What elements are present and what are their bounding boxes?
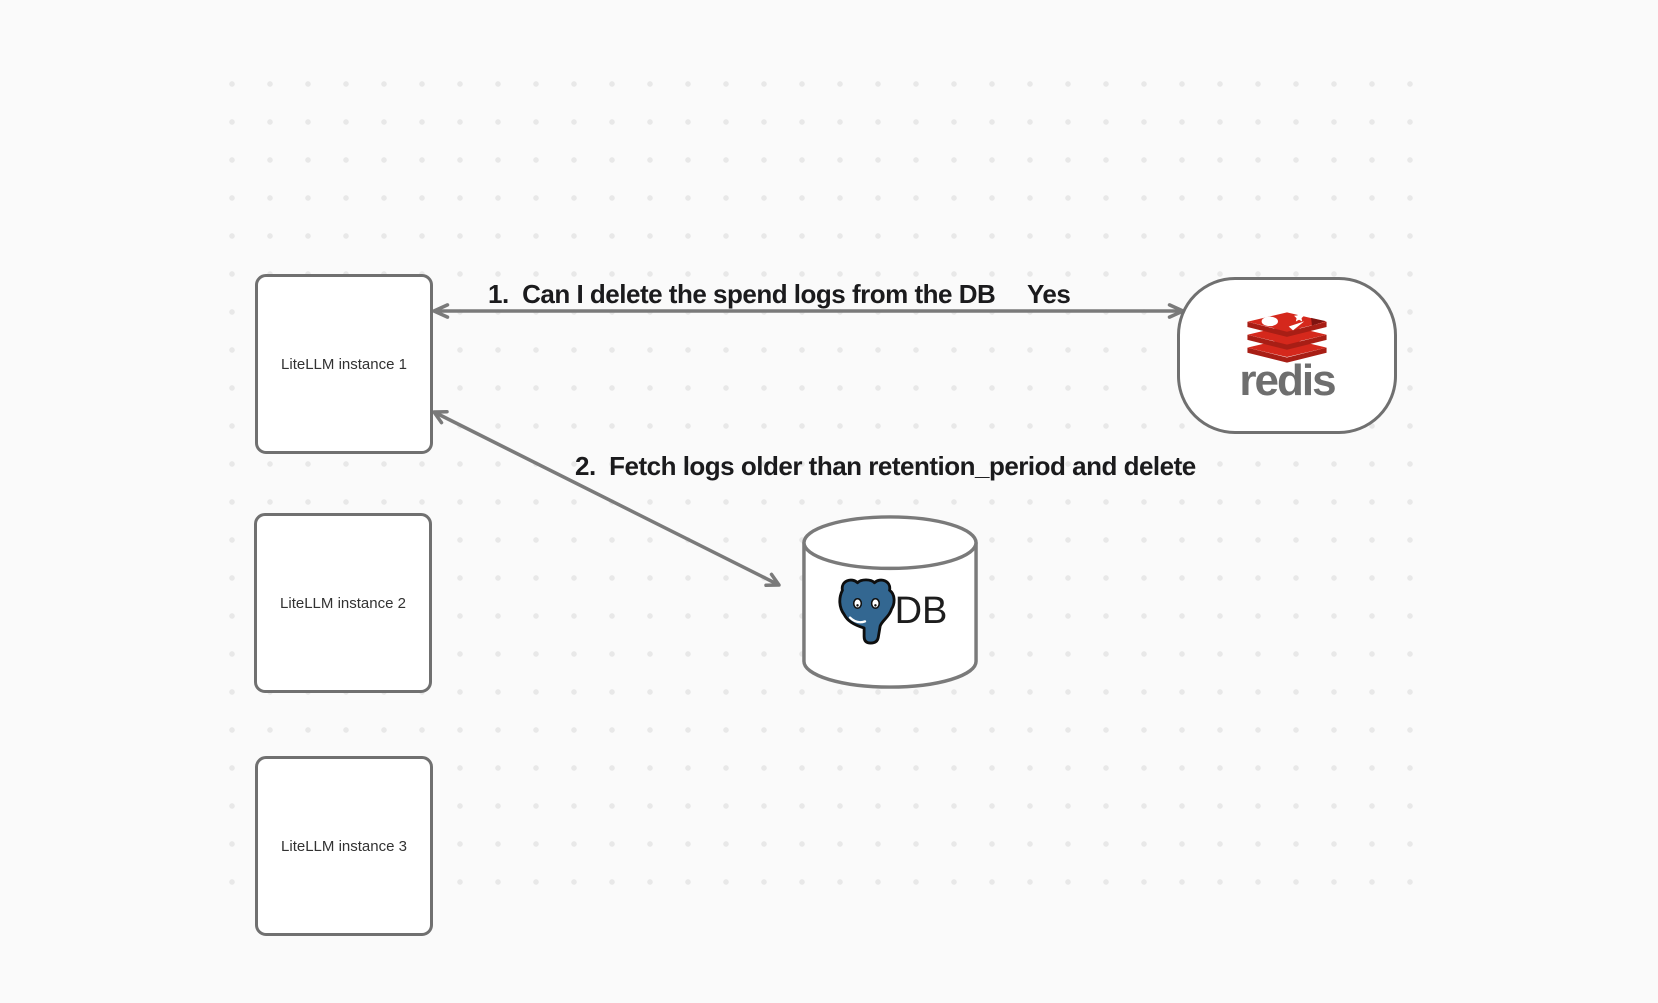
litellm-instance-2-node[interactable]: LiteLLM instance 2 [254,513,432,693]
database-cylinder-shape [802,515,978,689]
arrow1-response-label: Yes [1027,279,1071,309]
db-label: DB [894,590,948,632]
litellm-instance-1-node[interactable]: LiteLLM instance 1 [255,274,433,454]
redis-logo-icon [1247,312,1327,363]
litellm-instance-3-node[interactable]: LiteLLM instance 3 [255,756,433,936]
arrow-fetch-logs[interactable] [432,409,781,588]
litellm-instance-2-label: LiteLLM instance 2 [280,594,406,612]
litellm-instance-3-label: LiteLLM instance 3 [281,837,407,855]
postgresql-logo-icon [838,578,896,645]
litellm-instance-1-label: LiteLLM instance 1 [281,355,407,373]
redis-wordmark: redis [1239,355,1336,405]
arrow2-label: 2. Fetch logs older than retention_perio… [575,451,1196,481]
redis-node[interactable]: redis [1177,277,1397,434]
arrow1-question-label: 1. Can I delete the spend logs from the … [488,279,996,309]
database-node[interactable]: DB [800,512,980,694]
